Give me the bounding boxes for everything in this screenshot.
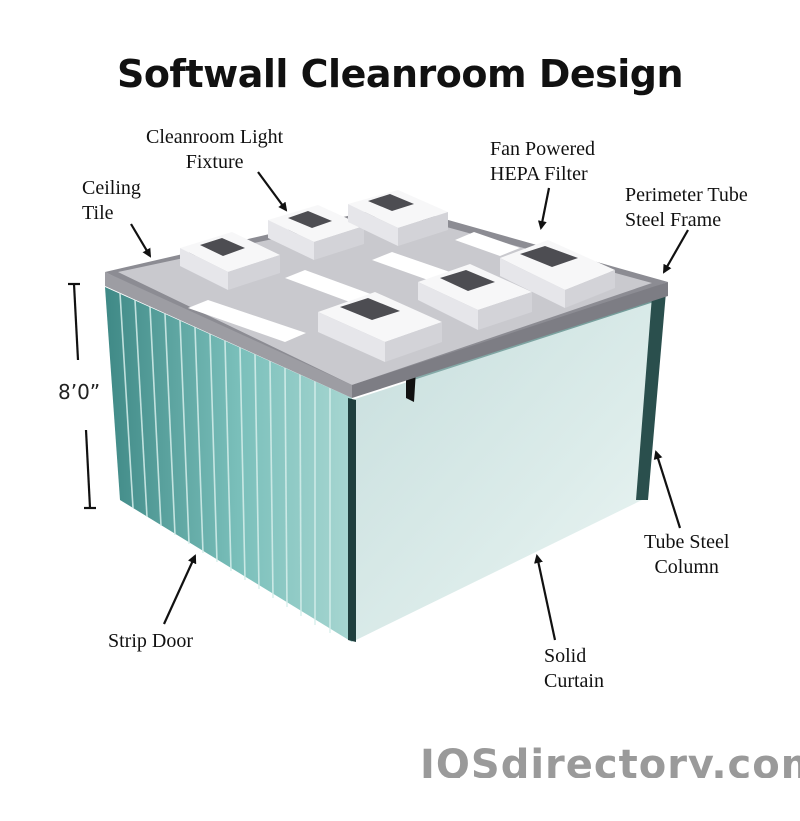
height-dimension (68, 282, 96, 510)
frame-front-edge-right (352, 282, 668, 398)
arrow-strip-door (162, 554, 197, 625)
hepa-filters (180, 190, 615, 362)
label-solid-curtain: Solid Curtain (544, 645, 604, 692)
label-light-fixture: Cleanroom Light Fixture (146, 126, 284, 173)
page-title: Softwall Cleanroom Design (116, 52, 684, 96)
label-ceiling-tile: Ceiling Tile (82, 177, 141, 224)
watermark-logo: IQSdirectory.com (420, 742, 800, 778)
label-strip-door: Strip Door (108, 630, 193, 652)
tube-steel-column-front (348, 398, 356, 642)
label-perimeter-frame: Perimeter Tube Steel Frame (625, 184, 748, 231)
strip-door-strips (119, 292, 331, 633)
arrow-tube-column (653, 450, 682, 529)
label-hepa-filter: Fan Powered HEPA Filter (490, 138, 595, 185)
arrow-hepa-filter (537, 187, 551, 230)
arrow-solid-curtain (534, 554, 557, 641)
ceiling-tiles (188, 232, 520, 342)
label-tube-column: Tube Steel Column (644, 531, 730, 578)
label-height: 8’0” (58, 380, 101, 404)
arrow-light-fixture (257, 171, 288, 212)
arrow-perimeter-frame (663, 229, 689, 274)
arrow-ceiling-tile (130, 223, 152, 258)
solid-curtain-panel (352, 300, 660, 642)
tube-steel-column-right (636, 292, 666, 500)
frame-front-edge-left (105, 272, 352, 398)
